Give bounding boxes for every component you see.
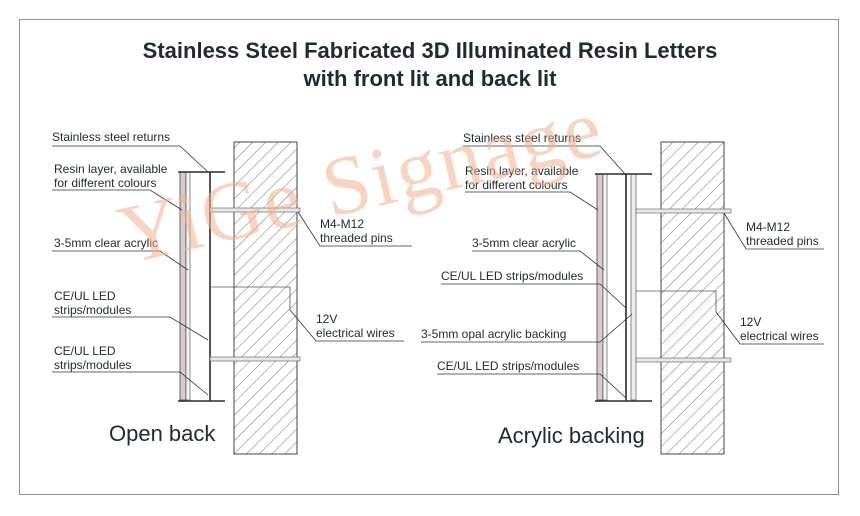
leader-led1-right	[441, 283, 627, 309]
resin-layer-right	[596, 173, 604, 401]
wall-right	[660, 141, 725, 455]
caption-open-back: Open back	[109, 421, 216, 446]
label-pins-right-1: M4-M12	[746, 220, 791, 234]
leader-pins-left	[297, 211, 412, 247]
threaded-pin-bottom-left	[209, 356, 301, 362]
label-resin-right-1: Resin layer, available	[465, 164, 579, 178]
label-pins-left-2: threaded pins	[320, 231, 393, 245]
leader-resin-right	[465, 191, 599, 211]
leader-led2-right	[437, 373, 627, 399]
label-wires-left-1: 12V	[316, 312, 338, 326]
leader-returns-left	[52, 145, 209, 173]
label-returns-left: Stainless steel returns	[52, 130, 171, 144]
leader-led2-left	[52, 371, 209, 396]
wall-left	[233, 141, 298, 455]
label-pins-left-1: M4-M12	[320, 217, 365, 231]
label-resin-right-2: for different colours	[465, 178, 568, 192]
label-acrylic-right: 3-5mm clear acrylic	[472, 236, 577, 250]
label-wires-left-2: electrical wires	[316, 326, 395, 340]
label-pins-right-2: threaded pins	[746, 234, 819, 248]
leader-acrylic-left	[52, 250, 189, 271]
label-returns-right: Stainless steel returns	[463, 131, 582, 145]
title-line-1: Stainless Steel Fabricated 3D Illuminate…	[142, 38, 718, 63]
leader-wires-right	[715, 311, 824, 345]
label-opal-right: 3-5mm opal acrylic backing	[421, 327, 567, 341]
caption-acrylic-backing: Acrylic backing	[498, 423, 645, 448]
label-led2-right: CE/UL LED strips/modules	[437, 359, 580, 373]
leader-pins-right	[723, 212, 824, 250]
leader-resin-left	[52, 189, 183, 211]
label-led1-left-2: strips/modules	[54, 303, 132, 317]
leader-acrylic-right	[472, 250, 605, 271]
label-led2-left-1: CE/UL LED	[54, 344, 116, 358]
label-resin-left-1: Resin layer, available	[54, 162, 168, 176]
electrical-wire-left	[210, 286, 291, 310]
leader-wires-left	[289, 309, 404, 342]
acrylic-backing-section	[421, 141, 824, 455]
clear-acrylic-left	[185, 171, 191, 401]
label-led2-left-2: strips/modules	[54, 358, 132, 372]
opal-acrylic-backing	[630, 173, 637, 401]
threaded-pin-top-right	[635, 208, 732, 214]
electrical-wire-right	[636, 290, 717, 312]
open-back-section	[52, 141, 412, 455]
label-wires-right-1: 12V	[740, 315, 762, 329]
label-resin-left-2: for different colours	[54, 176, 157, 190]
leader-opal-right	[421, 313, 633, 343]
leader-led1-left	[52, 316, 209, 341]
threaded-pin-bottom-right	[635, 357, 732, 363]
leader-returns-right	[463, 145, 626, 175]
label-led1-left-1: CE/UL LED	[54, 289, 116, 303]
diagram-frame	[19, 19, 839, 495]
title-line-2: with front lit and back lit	[303, 66, 557, 91]
threaded-pin-top-left	[209, 207, 301, 213]
resin-layer-left	[179, 171, 187, 401]
label-led1-right: CE/UL LED strips/modules	[441, 269, 584, 283]
label-acrylic-left: 3-5mm clear acrylic	[54, 236, 159, 250]
label-wires-right-2: electrical wires	[740, 329, 819, 343]
